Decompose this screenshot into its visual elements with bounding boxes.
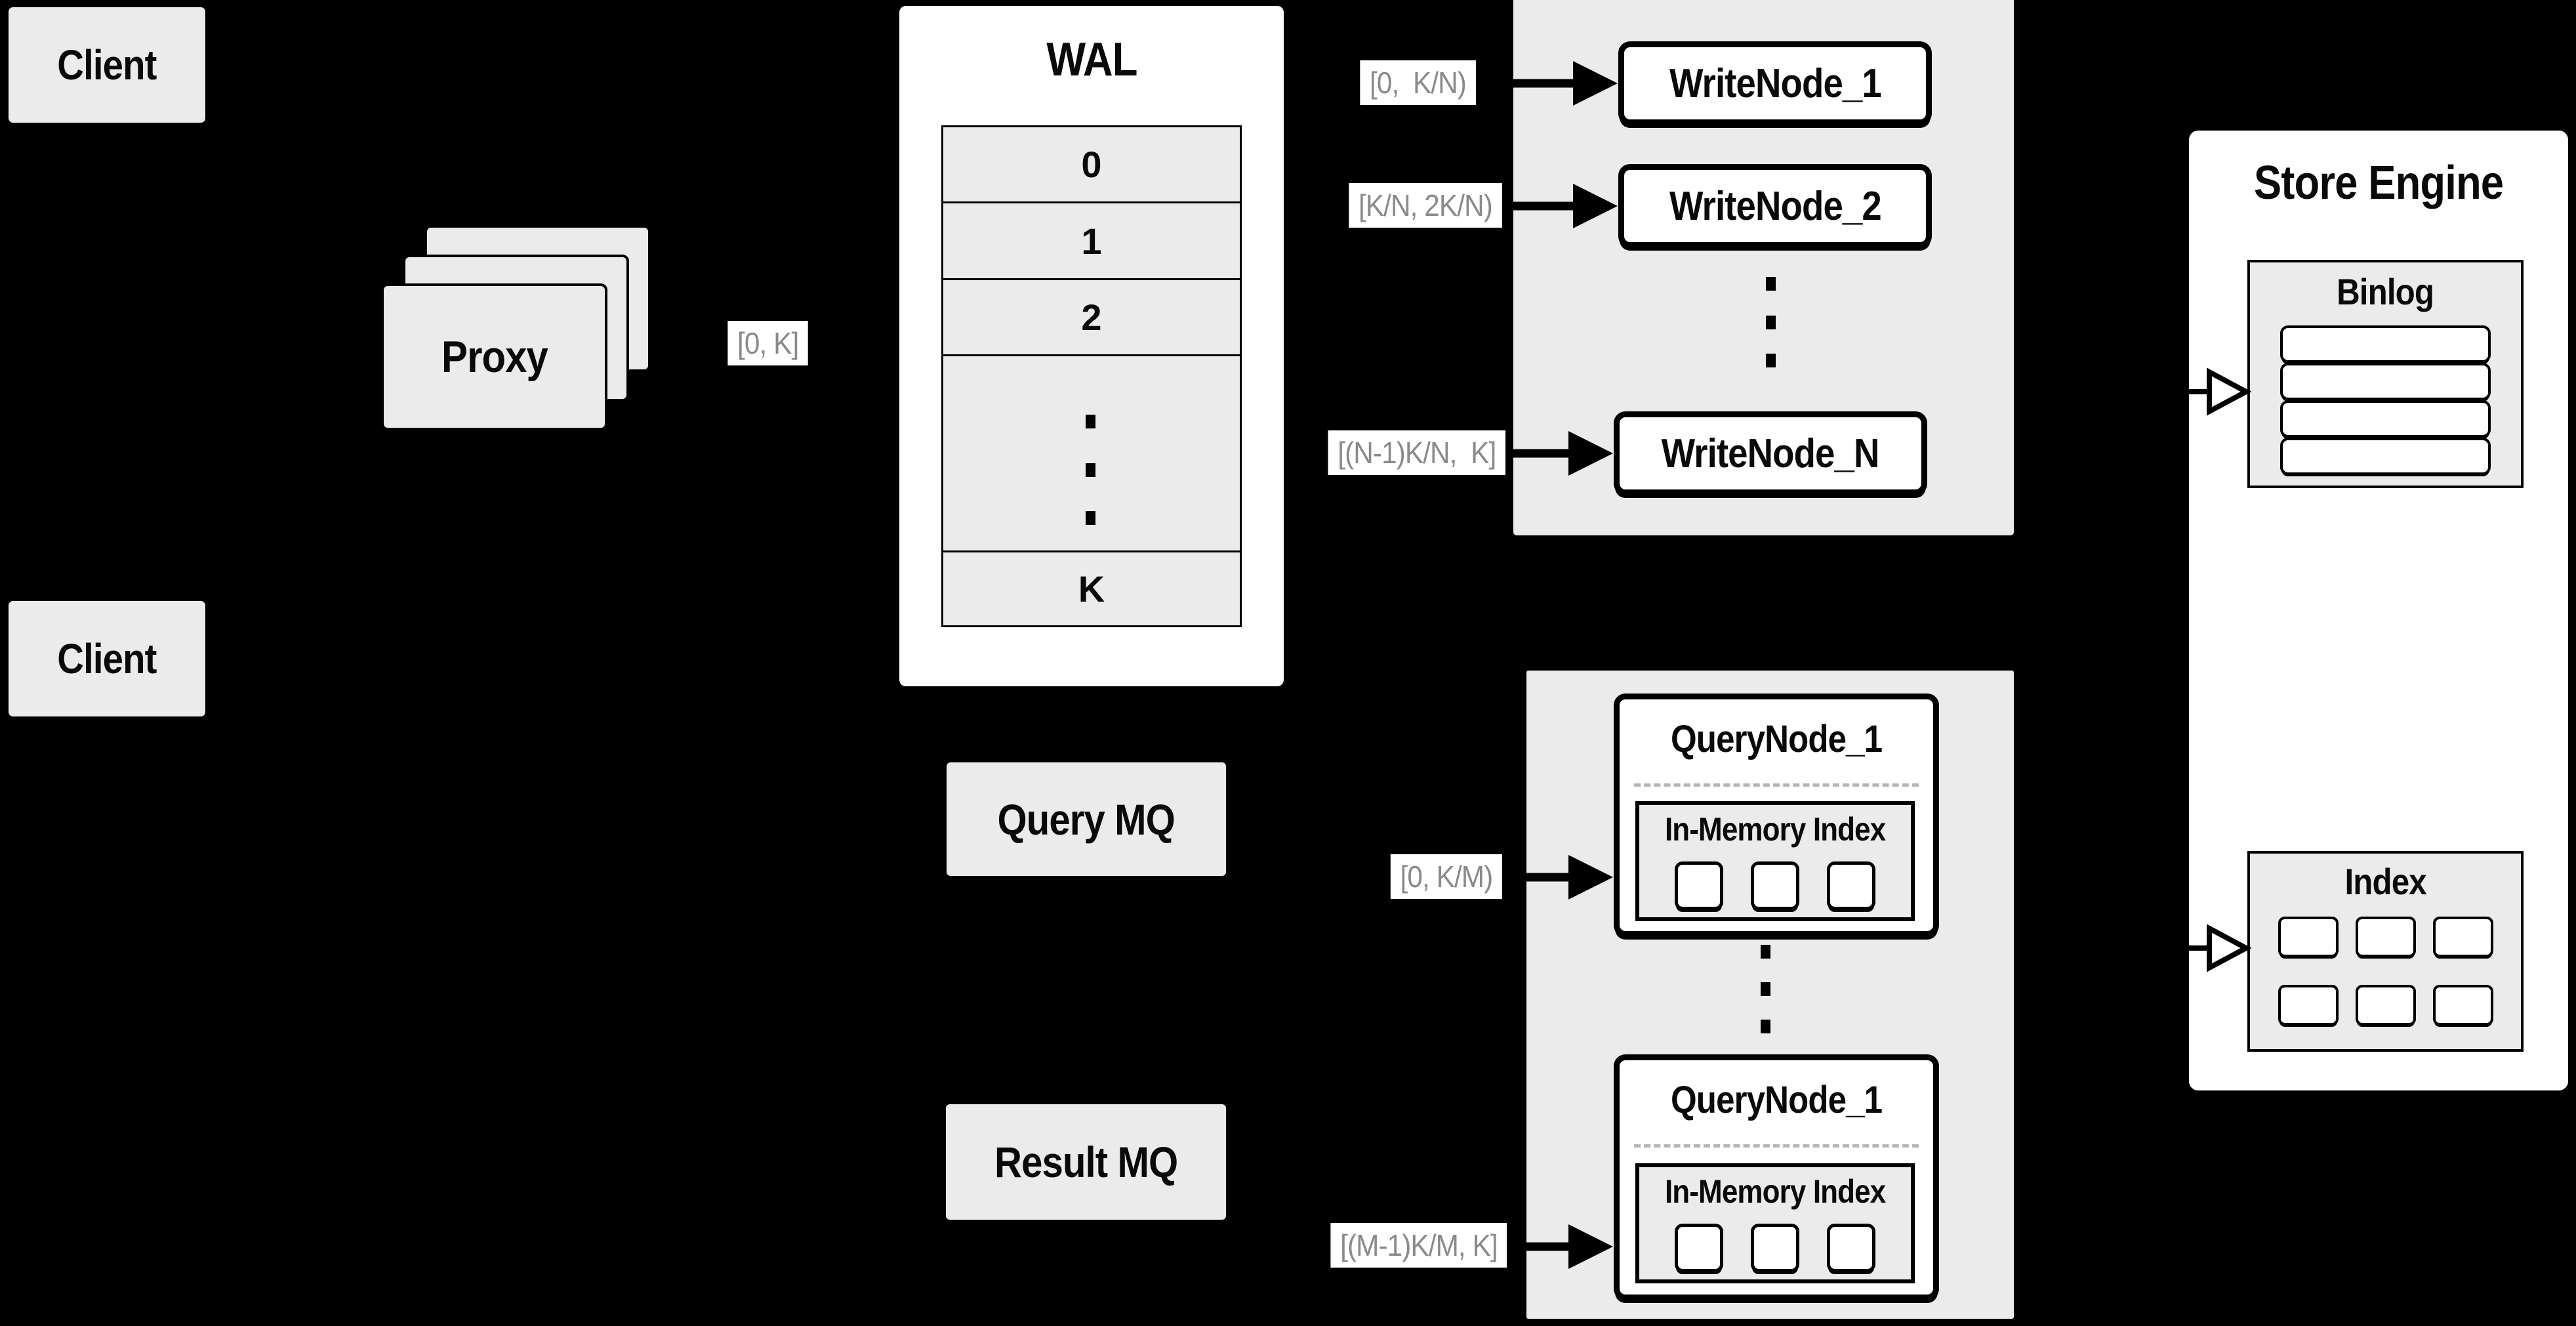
query-mq-label: Query MQ — [997, 795, 1176, 844]
index-box: Index — [2247, 851, 2524, 1052]
memory-segment — [1751, 1224, 1799, 1272]
query-node-1-inmemory-box: In-Memory Index — [1635, 801, 1915, 921]
arrow-to-writenode-2 — [1503, 184, 1618, 228]
wal-row-k: K — [943, 552, 1240, 625]
arrow-to-querynode-m — [1508, 1224, 1613, 1269]
query-node-m-inmemory-title: In-Memory Index — [1664, 1173, 1886, 1210]
index-segment — [2355, 917, 2416, 957]
client-top-label: Client — [57, 41, 157, 89]
client-top-box: Client — [7, 5, 207, 125]
range-label-write-n: [(N-1)K/N, K] — [1328, 430, 1505, 475]
binlog-box: Binlog — [2247, 260, 2524, 488]
wal-row-k-label: K — [1078, 568, 1105, 610]
wal-ellipsis-icon — [1086, 415, 1095, 525]
client-bottom-box: Client — [7, 599, 207, 718]
proxy-box: Proxy — [381, 283, 607, 430]
wal-row-2-label: 2 — [1081, 297, 1102, 338]
wal-row-2: 2 — [943, 280, 1240, 356]
write-nodes-ellipsis-icon — [1766, 277, 1776, 367]
range-label-query-1: [0, K/M) — [1390, 854, 1502, 899]
wal-row-0: 0 — [943, 127, 1240, 203]
write-node-1-label: WriteNode_1 — [1669, 60, 1882, 106]
index-segment — [2432, 985, 2493, 1026]
range-label-write-2: [K/N, 2K/N) — [1349, 183, 1502, 228]
query-node-1-separator — [1634, 783, 1919, 787]
arrow-to-writenode-1 — [1477, 61, 1618, 106]
binlog-segment — [2280, 363, 2491, 400]
arrow-to-writenode-n — [1507, 431, 1613, 476]
binlog-segment — [2280, 438, 2491, 475]
client-bottom-label: Client — [57, 635, 157, 682]
memory-segment — [1675, 1224, 1723, 1272]
write-node-2-box: WriteNode_2 — [1618, 164, 1932, 248]
binlog-segment — [2280, 325, 2491, 363]
write-node-2-label: WriteNode_2 — [1669, 183, 1882, 229]
arrow-to-index — [2125, 924, 2252, 972]
wal-title: WAL — [1046, 33, 1137, 86]
query-node-m-box: QueryNode_1 In-Memory Index — [1614, 1054, 1939, 1300]
memory-segment — [1827, 1224, 1875, 1272]
range-label-write-1: [0, K/N) — [1360, 60, 1476, 105]
write-node-n-box: WriteNode_N — [1614, 411, 1927, 495]
binlog-title: Binlog — [2337, 270, 2434, 312]
wal-row-1-label: 1 — [1081, 220, 1102, 262]
query-node-m-inmemory-box: In-Memory Index — [1635, 1163, 1915, 1283]
query-node-1-title: QueryNode_1 — [1670, 717, 1883, 760]
proxy-label: Proxy — [441, 332, 548, 382]
memory-segment — [1751, 861, 1799, 910]
index-segment — [2278, 985, 2339, 1026]
query-mq-box: Query MQ — [947, 762, 1226, 876]
memory-segment — [1827, 861, 1875, 910]
index-title: Index — [2344, 860, 2426, 902]
query-node-1-inmemory-title: In-Memory Index — [1664, 811, 1886, 848]
store-engine-box: Store Engine Binlog Index — [2186, 128, 2571, 1093]
memory-segment — [1675, 861, 1723, 910]
index-segment — [2432, 917, 2493, 957]
wal-row-1: 1 — [943, 203, 1240, 280]
write-node-1-box: WriteNode_1 — [1618, 41, 1932, 125]
index-segment — [2278, 917, 2339, 957]
index-segment — [2355, 985, 2416, 1026]
result-mq-label: Result MQ — [994, 1138, 1178, 1186]
result-mq-box: Result MQ — [946, 1104, 1226, 1220]
range-label-query-m: [(M-1)K/M, K] — [1330, 1223, 1507, 1268]
range-label-proxy-wal: [0, K] — [727, 321, 809, 365]
store-engine-title: Store Engine — [2253, 157, 2504, 209]
binlog-segment — [2280, 400, 2491, 438]
query-nodes-ellipsis-icon — [1761, 945, 1770, 1033]
query-node-m-title: QueryNode_1 — [1670, 1078, 1883, 1121]
wal-row-0-label: 0 — [1081, 144, 1102, 185]
arrow-to-querynode-1 — [1503, 855, 1613, 900]
arrow-to-binlog — [2125, 367, 2252, 416]
query-node-1-box: QueryNode_1 In-Memory Index — [1614, 694, 1939, 937]
query-node-m-separator — [1634, 1144, 1919, 1148]
write-node-n-label: WriteNode_N — [1662, 430, 1880, 476]
